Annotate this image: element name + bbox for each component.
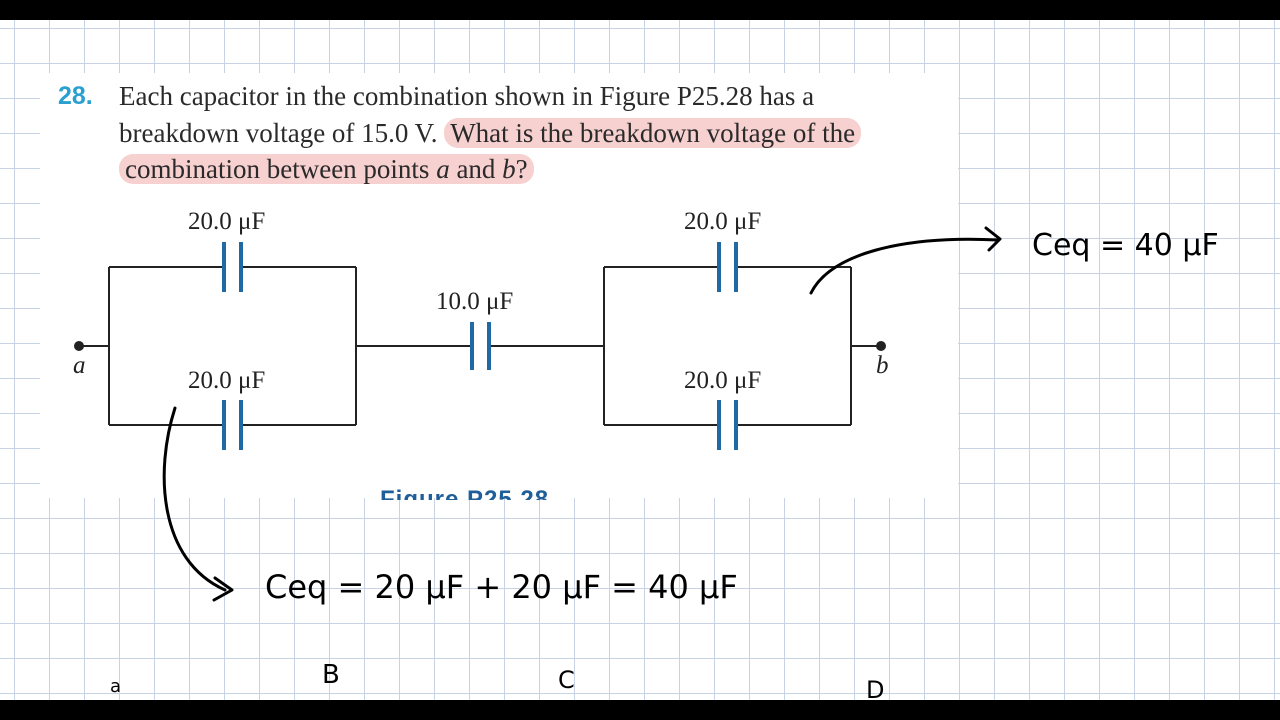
label-terminal-a: a [73,352,86,379]
question-and: and [449,154,503,184]
handwritten-label-b: B [322,660,340,690]
question-mark: ? [515,154,528,184]
label-cap-middle: 10.0 μF [436,288,514,315]
circuit-wires [79,266,881,426]
handwritten-label-a: a [110,676,122,697]
arrow-bottom-curve [162,406,227,592]
label-cap-top-left: 20.0 μF [188,208,266,235]
arrow-bottom-head [212,576,234,602]
capacitor-top-right [717,242,738,292]
capacitor-bottom-right [717,400,738,450]
label-cap-top-right: 20.0 μF [684,208,762,235]
question-text: What is the breakdown voltage of the com… [125,117,856,185]
capacitor-top-left [222,242,243,292]
capacitor-bottom-left [222,400,243,450]
terminal-a-dot [74,341,84,351]
label-terminal-b: b [876,352,889,379]
handwritten-label-d: D [866,676,885,704]
problem-number: 28. [58,82,93,110]
terminal-b-dot [876,341,886,351]
label-cap-bottom-right: 20.0 μF [684,367,762,394]
handwritten-note-right: Ceq = 40 μF [1032,228,1219,263]
handwritten-label-c: C [558,666,575,694]
problem-statement: 28. Each capacitor in the combination sh… [58,78,938,188]
bottom-letterbox-bar [0,700,1280,720]
capacitor-middle [470,322,491,370]
handwritten-arrows [162,226,1002,602]
capacitor-symbols [222,242,738,450]
arrow-right-head [984,226,1002,252]
problem-text-intro: Each capacitor in the combination shown … [119,81,815,148]
problem-text: Each capacitor in the combination shown … [119,78,938,188]
handwritten-note-bottom: Ceq = 20 μF + 20 μF = 40 μF [265,568,738,606]
top-letterbox-bar [0,0,1280,20]
question-point-a: a [436,154,450,184]
label-cap-bottom-left: 20.0 μF [188,367,266,394]
question-point-b: b [502,154,516,184]
arrow-right-curve [809,237,1000,295]
figure-caption: Figure P25.28 [380,486,550,500]
